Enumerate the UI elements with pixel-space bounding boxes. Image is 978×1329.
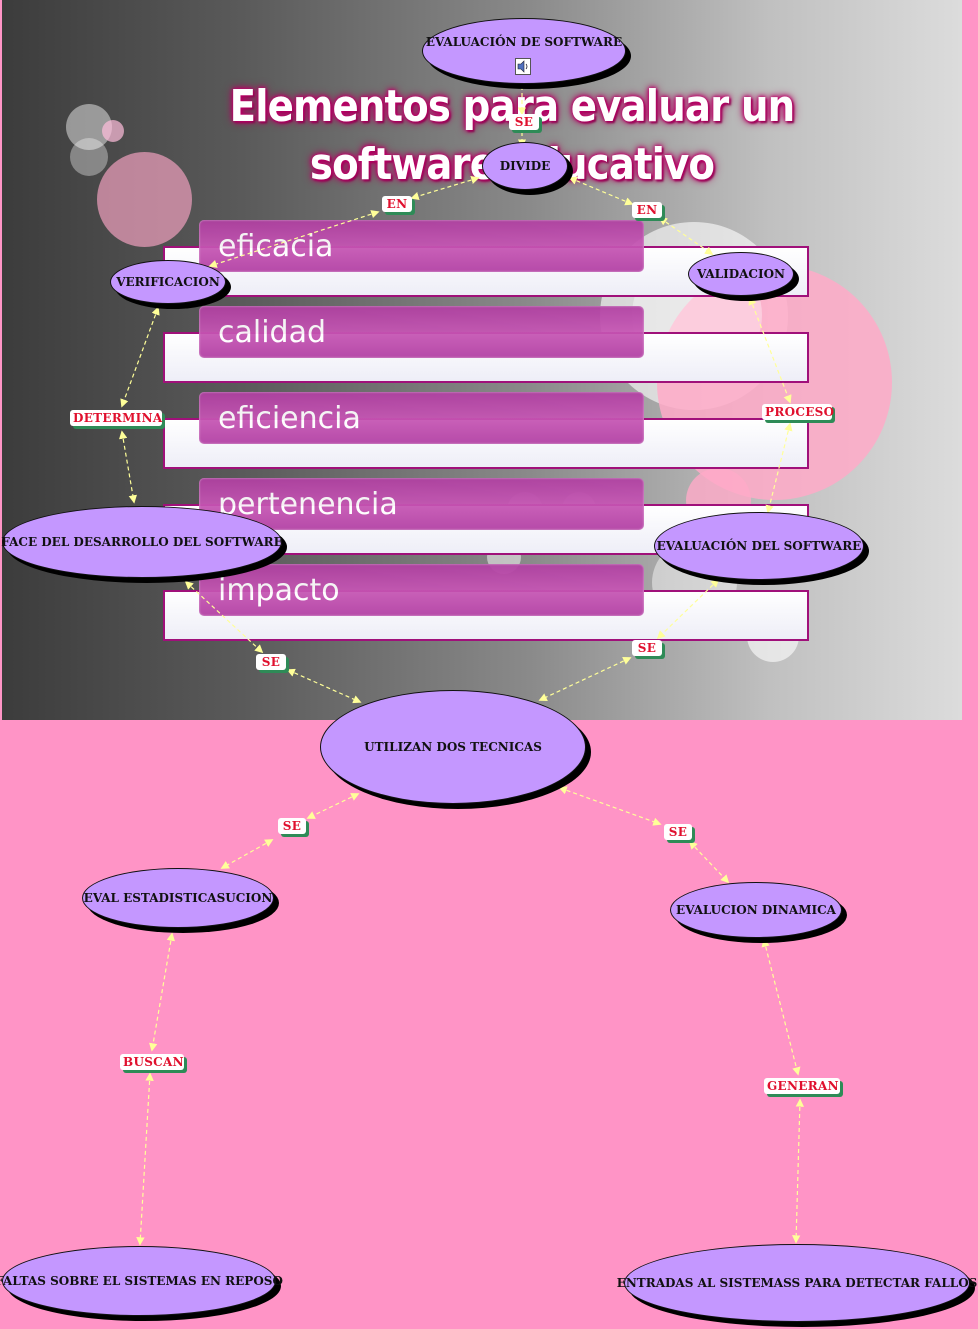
connector	[558, 786, 662, 826]
node-entradas-detectar-fallos[interactable]: ENTRADAS AL SISTEMASS PARA DETECTAR FALL…	[617, 1244, 977, 1322]
connector	[184, 580, 264, 654]
link-label-determina[interactable]: DETERMINA	[70, 410, 162, 426]
node-label: EVAL ESTADISTICASUCION	[83, 891, 273, 905]
decor-bubble	[102, 120, 124, 142]
connector	[306, 793, 360, 819]
node-label: FALTAS SOBRE EL SISTEMAS EN REPOSO	[0, 1274, 283, 1288]
connector	[118, 430, 138, 504]
connector	[688, 840, 730, 884]
node-label: EVALUACIÓN DE SOFTWARE	[425, 35, 623, 49]
node-label: VERIFICACION	[116, 275, 220, 289]
node-eval-estadistica[interactable]: EVAL ESTADISTICASUCION	[82, 868, 274, 928]
node-utilizan-dos-tecnicas[interactable]: UTILIZAN DOS TECNICAS	[320, 690, 586, 804]
bar-calidad: calidad	[199, 306, 644, 358]
node-divide[interactable]: DIVIDE	[482, 142, 568, 190]
connector	[220, 839, 274, 869]
node-face-del-desarrollo[interactable]: FACE DEL DESARROLLO DEL SOFTWARE	[1, 506, 283, 578]
link-label-se[interactable]: SE	[664, 824, 692, 840]
connector	[120, 306, 160, 408]
node-label: EVALUACIÓN DEL SOFTWARE	[656, 539, 862, 553]
connector	[286, 668, 362, 704]
connector	[765, 422, 793, 514]
node-evaluacion-del-software[interactable]: EVALUACIÓN DEL SOFTWARE	[654, 512, 864, 580]
connector	[208, 210, 380, 268]
node-label: UTILIZAN DOS TECNICAS	[364, 740, 542, 754]
decor-bubble	[70, 138, 108, 176]
link-label-proceso[interactable]: PROCESO	[762, 404, 834, 420]
speaker-icon-glyph	[517, 60, 528, 73]
link-label-buscan[interactable]: BUSCAN	[120, 1054, 184, 1070]
connector	[761, 938, 801, 1076]
connector	[410, 175, 480, 201]
connector	[748, 296, 792, 404]
connector	[136, 1072, 154, 1246]
node-label: ENTRADAS AL SISTEMASS PARA DETECTAR FALL…	[616, 1276, 978, 1290]
node-evalucion-dinamica[interactable]: EVALUCION DINAMICA	[670, 882, 842, 938]
node-label: EVALUCION DINAMICA	[676, 903, 836, 917]
bar-eficiencia: eficiencia	[199, 392, 644, 444]
link-label-se[interactable]: SE	[256, 654, 286, 670]
link-label-generan[interactable]: GENERAN	[764, 1078, 840, 1094]
link-label-en[interactable]: EN	[632, 202, 662, 218]
link-label-se[interactable]: SE	[509, 114, 539, 130]
bar-pertenencia: pertenencia	[199, 478, 644, 530]
link-label-en[interactable]: EN	[382, 196, 412, 212]
node-label: DIVIDE	[499, 159, 551, 173]
connector	[149, 932, 175, 1052]
node-label: VALIDACION	[696, 267, 786, 281]
node-label: FACE DEL DESARROLLO DEL SOFTWARE	[1, 535, 283, 549]
node-faltas-sistemas-reposo[interactable]: FALTAS SOBRE EL SISTEMAS EN REPOSO	[0, 1246, 283, 1316]
bar-impacto: impacto	[199, 564, 644, 616]
link-label-se[interactable]: SE	[278, 818, 306, 834]
connector	[656, 578, 720, 640]
slide-title: Elementos para evaluar un software educa…	[229, 81, 796, 190]
connector	[658, 217, 714, 255]
node-verificacion[interactable]: VERIFICACION	[110, 260, 226, 304]
decor-bubble	[97, 152, 192, 247]
connector	[538, 657, 632, 701]
node-validacion[interactable]: VALIDACION	[688, 252, 794, 296]
link-label-se[interactable]: SE	[632, 640, 662, 656]
connector	[791, 1098, 805, 1244]
connector	[568, 176, 634, 206]
speaker-icon[interactable]	[515, 58, 531, 75]
